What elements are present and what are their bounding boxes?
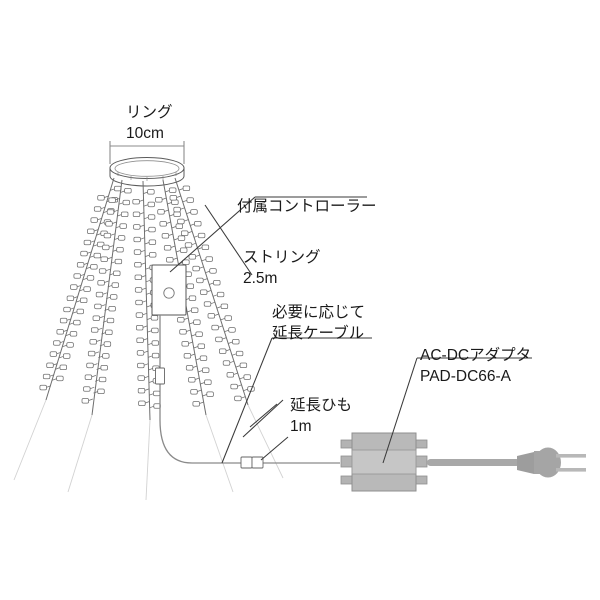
- ac-dc-adapter-icon: [340, 432, 428, 492]
- label-string-line2: 2.5m: [243, 270, 277, 287]
- label-controller: 付属コントローラー: [237, 197, 377, 215]
- label-extension-cable-line1: 必要に応じて: [272, 303, 365, 321]
- label-ring-line1: リング: [126, 103, 173, 121]
- ring-icon: [109, 157, 185, 187]
- led-string: [81, 179, 132, 416]
- controller-box: [151, 264, 187, 316]
- label-extension-cord-line2: 1m: [290, 418, 312, 435]
- label-adapter-line2: PAD-DC66-A: [420, 368, 512, 385]
- label-underlines: [255, 196, 532, 359]
- label-adapter-line1: AC-DCアダプタ: [420, 346, 531, 364]
- extension-cord-group: [13, 399, 284, 501]
- inline-connector-icon: [155, 367, 165, 385]
- label-extension-cord-line1: 延長ひも: [290, 396, 352, 414]
- label-string-line1: ストリング: [243, 248, 321, 266]
- power-cable: [159, 315, 340, 464]
- extension-cable-connector-icon: [240, 456, 264, 469]
- ac-plug-cable: [427, 447, 586, 478]
- ring-dimension-line: [109, 141, 185, 164]
- label-ring-line2: 10cm: [126, 125, 164, 142]
- label-extension-cable-line2: 延長ケーブル: [272, 323, 364, 342]
- led-string: [132, 180, 161, 421]
- led-string: [39, 177, 122, 401]
- led-string: [169, 177, 255, 406]
